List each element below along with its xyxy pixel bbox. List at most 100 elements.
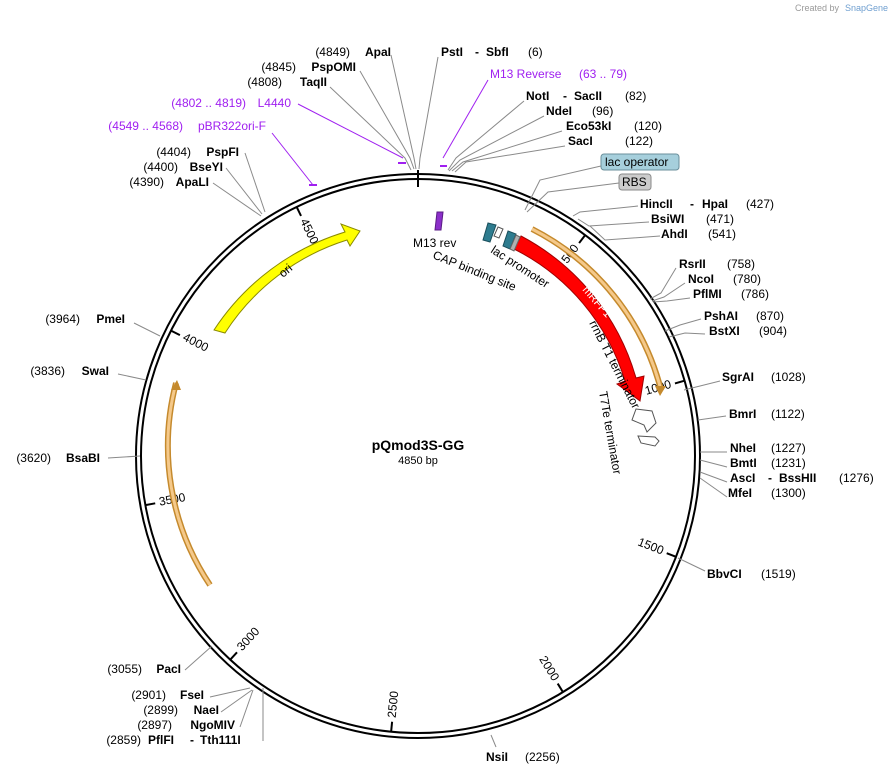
enzyme-swai[interactable]: (3836) SwaI (30, 364, 109, 378)
svg-text:(1519): (1519) (761, 567, 796, 581)
primer-l4440[interactable]: (4802 .. 4819) L4440 (171, 96, 291, 110)
enzyme-paci[interactable]: (3055) PacI (107, 662, 181, 676)
enzyme-nhei[interactable]: NheI (1227) (730, 441, 806, 455)
lac-operator-label: lac operator (605, 155, 668, 169)
enzyme-eco53ki[interactable]: Eco53kI (120) (566, 119, 662, 133)
enzyme-ahdi[interactable]: AhdI (541) (661, 227, 736, 241)
cap-site-feature[interactable] (482, 222, 497, 243)
enzyme-bsiwi[interactable]: BsiWI (471) (651, 212, 734, 226)
enzyme-apali[interactable]: (4390) ApaLI (129, 175, 209, 189)
svg-text:(3964): (3964) (45, 312, 80, 326)
enzyme-bstxi[interactable]: BstXI (904) (709, 324, 787, 338)
svg-text:(4549 .. 4568): (4549 .. 4568) (108, 119, 183, 133)
svg-text:NheI: NheI (730, 441, 756, 455)
svg-text:BstXI: BstXI (709, 324, 740, 338)
svg-text:-: - (190, 733, 194, 747)
svg-text:(120): (120) (634, 119, 662, 133)
svg-text:(2899): (2899) (143, 703, 178, 717)
svg-text:(1276): (1276) (839, 471, 874, 485)
svg-text:SgrAI: SgrAI (722, 370, 754, 384)
svg-text:(3055): (3055) (107, 662, 142, 676)
svg-text:Tth111I: Tth111I (200, 733, 241, 747)
enzyme-ndei[interactable]: NdeI (96) (546, 104, 613, 118)
svg-text:(786): (786) (741, 287, 769, 301)
svg-text:PshAI: PshAI (704, 309, 738, 323)
svg-text:RsrII: RsrII (679, 257, 706, 271)
enzyme-taqii[interactable]: (4808) TaqII (247, 75, 327, 89)
svg-text:-: - (690, 197, 694, 211)
enzyme-mfei[interactable]: MfeI (1300) (728, 486, 806, 500)
svg-text:(2897): (2897) (137, 718, 172, 732)
svg-text:M13 Reverse: M13 Reverse (490, 67, 562, 81)
svg-text:(4849): (4849) (315, 45, 350, 59)
enzyme-asci-bsshii[interactable]: AscI - BssHII (1276) (730, 471, 874, 485)
svg-text:SbfI: SbfI (486, 45, 509, 59)
svg-text:PspOMI: PspOMI (311, 60, 356, 74)
enzyme-sgrai[interactable]: SgrAI (1028) (722, 370, 806, 384)
enzyme-rsrii[interactable]: RsrII (758) (679, 257, 755, 271)
svg-text:TaqII: TaqII (300, 75, 327, 89)
svg-text:(122): (122) (625, 134, 653, 148)
enzyme-pspfi[interactable]: (4404) PspFI (156, 145, 239, 159)
primer-pbr322ori-f[interactable]: (4549 .. 4568) pBR322ori-F (108, 119, 266, 133)
brand-created-by: Created by (795, 3, 840, 13)
lac-operator-box (600, 153, 680, 171)
svg-text:(96): (96) (592, 104, 613, 118)
svg-text:-: - (563, 89, 567, 103)
enzyme-psti-sbfi[interactable]: PstI - SbfI (6) (441, 45, 543, 59)
enzyme-bmti[interactable]: BmtI (1231) (730, 456, 806, 470)
enzyme-fsei[interactable]: (2901) FseI (131, 688, 204, 702)
svg-text:(1227): (1227) (771, 441, 806, 455)
rbs-label: RBS (622, 175, 647, 189)
svg-text:(1300): (1300) (771, 486, 806, 500)
enzyme-ncoi[interactable]: NcoI (780) (688, 272, 761, 286)
enzyme-bmri[interactable]: BmrI (1122) (729, 407, 805, 421)
svg-text:BmrI: BmrI (729, 407, 756, 421)
enzyme-bsabi[interactable]: (3620) BsaBI (16, 451, 100, 465)
enzyme-saci[interactable]: SacI (122) (568, 134, 653, 148)
svg-text:-: - (768, 471, 772, 485)
ruler-tick-mark (229, 651, 238, 661)
mrfp1-feature[interactable] (513, 235, 645, 402)
enzyme-noti-sacii[interactable]: NotI - SacII (82) (526, 89, 646, 103)
enzyme-pspomi[interactable]: (4845) PspOMI (261, 60, 356, 74)
svg-text:NsiI: NsiI (486, 750, 508, 764)
ori-feature[interactable] (213, 223, 361, 334)
enzyme-bseyi[interactable]: (4400) BseYI (143, 160, 223, 174)
lac-promoter-feature[interactable] (493, 226, 504, 239)
svg-text:L4440: L4440 (258, 96, 292, 110)
enzyme-apai[interactable]: (4849) ApaI (315, 45, 391, 59)
svg-text:ApaI: ApaI (365, 45, 391, 59)
svg-text:pBR322ori-F: pBR322ori-F (198, 119, 266, 133)
primer-m13-reverse[interactable]: M13 Reverse (63 .. 79) (490, 67, 627, 81)
svg-text:PmeI: PmeI (96, 312, 125, 326)
t7te-label: T7Te terminator (596, 390, 624, 475)
orf-arrow-head-right (655, 386, 666, 396)
brand-snapgene: SnapGene (845, 3, 888, 13)
enzyme-naei[interactable]: (2899) NaeI (143, 703, 219, 717)
svg-text:SacII: SacII (574, 89, 602, 103)
enzyme-bbvci[interactable]: BbvCI (1519) (707, 567, 796, 581)
enzyme-pflmi[interactable]: PflMI (786) (693, 287, 769, 301)
enzyme-pflfi-tth111i[interactable]: (2859) PflFI - Tth111I (106, 733, 240, 747)
svg-text:MfeI: MfeI (728, 486, 752, 500)
rbs-feature[interactable] (509, 234, 521, 252)
svg-text:BsaBI: BsaBI (66, 451, 100, 465)
svg-text:PflFI: PflFI (148, 733, 174, 747)
enzyme-hincii-hpai[interactable]: HincII - HpaI (427) (640, 197, 774, 211)
svg-text:FseI: FseI (180, 688, 204, 702)
svg-text:NdeI: NdeI (546, 104, 572, 118)
ruler-tick-mark (295, 206, 302, 217)
ruler-tick-mark (145, 502, 156, 507)
ruler-tick-label: 2000 (536, 653, 562, 683)
enzyme-nsii[interactable]: NsiI (2256) (486, 750, 560, 764)
ruler-tick-mark (170, 329, 181, 337)
t7te-terminator-feature[interactable] (637, 435, 660, 447)
ruler-tick-mark (578, 234, 586, 244)
enzyme-pshai[interactable]: PshAI (870) (704, 309, 784, 323)
enzyme-ngomiv[interactable]: (2897) NgoMIV (137, 718, 235, 732)
svg-text:NgoMIV: NgoMIV (190, 718, 235, 732)
m13-rev-feature[interactable] (434, 211, 444, 231)
rrnb-terminator-feature[interactable] (631, 408, 657, 433)
enzyme-pmei[interactable]: (3964) PmeI (45, 312, 125, 326)
